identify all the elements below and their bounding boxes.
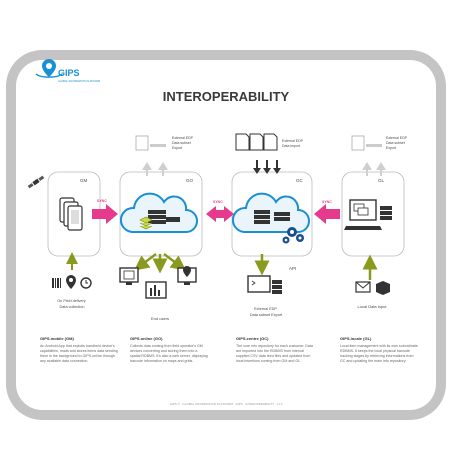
go-enduser-arrows	[134, 253, 186, 274]
gl-caption: Local Data input	[358, 304, 388, 309]
sync-arrow-gc-gl: SYNC	[314, 200, 340, 224]
diagram-sheet	[16, 60, 436, 410]
gl-heading: GIPS.locale (GL)	[340, 336, 372, 341]
gc-cloud-icon	[232, 192, 310, 233]
export-arrows-go	[142, 162, 168, 176]
gm-label: GM	[80, 178, 88, 183]
export-label-gl: External EDP Data subset Export	[386, 136, 408, 150]
gl-label: GL	[378, 178, 385, 183]
barcode-icon	[52, 278, 61, 288]
export-label-go: External EDP Data subset Export	[172, 136, 194, 150]
gc-heading: GIPS.centre (GC)	[236, 336, 269, 341]
package-icon	[376, 281, 390, 295]
gm-description: An Android App that exploits handheld de…	[40, 344, 118, 363]
sync-arrow-gm-go: SYNC	[92, 199, 118, 224]
brand-name: GIPS	[58, 68, 80, 78]
go-description: Collects data coming from field operator…	[130, 344, 208, 363]
sync-label-2: SYNC	[213, 200, 223, 204]
go-label: GO	[186, 178, 194, 183]
go-cloud-icon	[120, 192, 198, 233]
go-heading: GIPS.online (GO)	[130, 336, 163, 341]
gc-description: The core info repository for each custom…	[236, 344, 313, 363]
location-pin-icon	[66, 275, 76, 289]
end-user-monitor-icon-2	[145, 281, 167, 299]
gm-caption: On Field delivery Data collection	[57, 299, 87, 309]
gl-description: Local item management with its own subor…	[340, 344, 418, 363]
export-document-icon-go	[135, 135, 166, 151]
gc-export-monitor-icon	[247, 275, 282, 294]
gc-label: GC	[296, 178, 304, 183]
page-title: INTEROPERABILITY	[163, 89, 290, 104]
sync-arrow-go-gc: SYNC	[206, 200, 234, 222]
api-label: API	[289, 266, 296, 271]
satellite-icon	[27, 175, 45, 189]
page-footer: GIPS © · GLOBAL INFORMATION PLATFORM · G…	[169, 402, 283, 406]
mobile-devices-icon	[59, 197, 83, 231]
gl-laptop-icon	[344, 199, 392, 230]
gips-logo: GIPS GLOBAL INFORMATION PLATFORM	[35, 58, 100, 83]
gm-heading: GIPS.mobile (GM)	[40, 336, 74, 341]
import-label-gc: External EDP Data import	[282, 139, 304, 148]
clock-icon	[80, 277, 92, 289]
mail-icon	[355, 281, 371, 293]
export-arrows-gl	[362, 162, 386, 176]
export-document-icon-gl	[351, 135, 382, 151]
import-documents-icon-gc	[235, 133, 278, 151]
gc-caption: External EDP Data subset Export	[250, 307, 283, 317]
sync-label-3: SYNC	[322, 200, 332, 204]
api-gears-icon	[282, 227, 304, 244]
end-users-label: End users	[151, 316, 169, 321]
sync-label-1: SYNC	[97, 199, 107, 203]
end-user-monitor-icon-1	[119, 267, 139, 285]
brand-tagline: GLOBAL INFORMATION PLATFORM	[58, 80, 100, 83]
end-user-monitor-icon-3	[177, 266, 197, 285]
import-arrows-gc	[253, 160, 281, 174]
